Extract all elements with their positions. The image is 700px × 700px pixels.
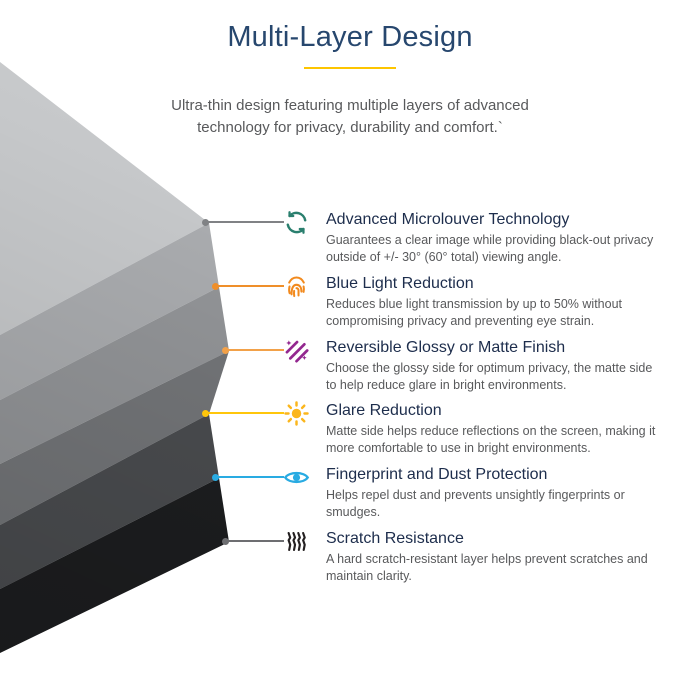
feature-title: Reversible Glossy or Matte Finish [326, 339, 566, 356]
feature-reversible-finish: Reversible Glossy or Matte Finish Choose… [283, 335, 665, 394]
glossy-matte-icon [283, 335, 317, 365]
sync-arrows-icon [283, 207, 317, 237]
feature-title: Glare Reduction [326, 402, 442, 419]
feature-description: Helps repel dust and prevents unsightly … [326, 488, 625, 520]
feature-title: Fingerprint and Dust Protection [326, 466, 548, 483]
feature-description: Guarantees a clear image while providing… [326, 233, 654, 265]
feature-description: Matte side helps reduce reflections on t… [326, 424, 656, 456]
feature-glare-reduction: Glare Reduction Matte side helps reduce … [283, 398, 665, 457]
leader-line-4 [202, 409, 284, 417]
feature-description: Choose the glossy side for optimum priva… [326, 361, 653, 393]
feature-scratch-resistance: Scratch Resistance A hard scratch-resist… [283, 526, 665, 585]
leader-line-6 [222, 537, 284, 545]
feature-fingerprint-dust-protection: Fingerprint and Dust Protection Helps re… [283, 462, 665, 521]
page-header: Multi-Layer Design Ultra-thin design fea… [0, 20, 700, 140]
leader-line-3 [222, 346, 284, 354]
sun-icon [283, 398, 317, 428]
subtitle-line-1: Ultra-thin design featuring multiple lay… [171, 96, 529, 114]
page-subtitle: Ultra-thin design featuring multiple lay… [130, 95, 570, 140]
feature-description: Reduces blue light transmission by up to… [326, 297, 622, 329]
subtitle-line-2: technology for privacy, durability and c… [197, 119, 503, 137]
eye-icon [283, 462, 317, 492]
feature-description: A hard scratch-resistant layer helps pre… [326, 552, 648, 584]
feature-advanced-microlouver: Advanced Microlouver Technology Guarante… [283, 207, 665, 266]
feature-title: Blue Light Reduction [326, 275, 474, 292]
scratch-icon [283, 526, 317, 556]
fingerprint-icon [283, 271, 317, 301]
title-underline [304, 66, 396, 69]
leader-line-2 [212, 282, 284, 290]
leader-line-5 [212, 473, 284, 481]
leader-line-1 [202, 218, 284, 226]
feature-blue-light-reduction: Blue Light Reduction Reduces blue light … [283, 271, 665, 330]
feature-title: Advanced Microlouver Technology [326, 211, 570, 228]
page-title: Multi-Layer Design [227, 21, 473, 53]
feature-title: Scratch Resistance [326, 530, 464, 547]
